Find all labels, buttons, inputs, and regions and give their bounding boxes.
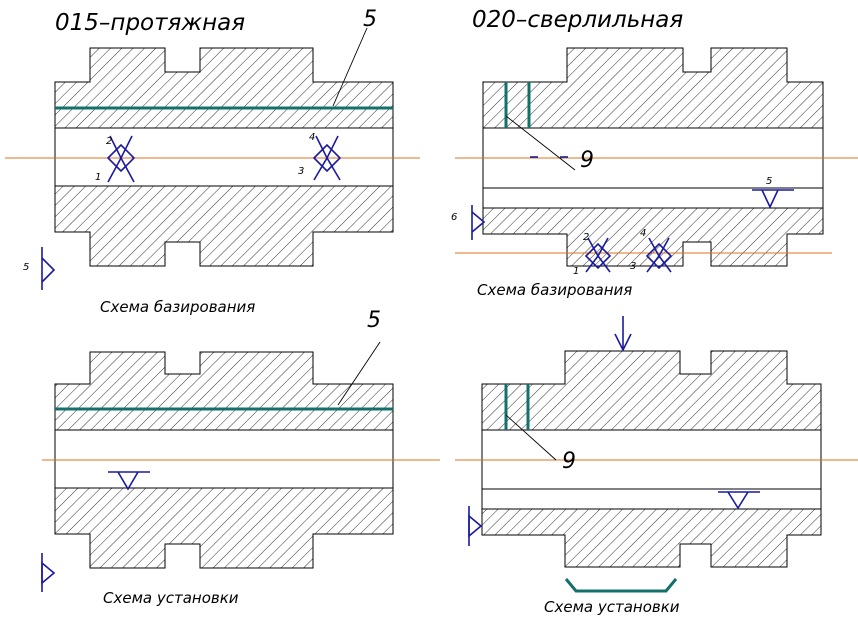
panel-drilling-setup: 9 Схема установки (455, 316, 858, 616)
part-lower-wall (54, 487, 394, 569)
point-number: 1 (573, 266, 579, 277)
part-upper-wall (481, 350, 822, 431)
callout-leader (332, 27, 368, 107)
point-number: 3 (298, 166, 304, 177)
part-lower-wall (54, 185, 394, 267)
end-locator-6 (471, 205, 486, 240)
part-upper-wall (54, 47, 394, 129)
end-stop-mark (468, 506, 483, 546)
surface-mark (108, 471, 150, 491)
point-number: 6 (451, 212, 457, 223)
title-broaching: 015–протяжная (55, 10, 245, 36)
locating-mark-1-2 (106, 135, 136, 183)
panel-drilling-basing: 5 6 1 2 3 4 9 Схема базирования (451, 47, 858, 299)
part-upper-wall (54, 351, 394, 431)
locating-mark-3-4 (312, 135, 342, 181)
clamping-force-arrow (614, 316, 632, 352)
point-number: 1 (95, 172, 101, 183)
end-locator-5 (41, 247, 56, 290)
locating-mark-1-2 (584, 237, 612, 273)
point-number: 2 (106, 136, 112, 147)
panel-broaching-setup: 5 Схема установки (41, 308, 440, 607)
callout-5: 5 (363, 7, 377, 32)
fixture-support (564, 578, 678, 593)
caption-setup: Схема установки (544, 598, 680, 616)
part-lower-wall (481, 508, 822, 568)
callout-leader (505, 414, 557, 461)
surface-mark (718, 491, 760, 510)
callout-9: 9 (580, 148, 594, 173)
title-drilling: 020–сверлильная (472, 7, 683, 33)
callout-5: 5 (367, 308, 381, 333)
point-number: 5 (23, 262, 29, 273)
point-number: 3 (630, 261, 636, 272)
callout-leader (337, 341, 381, 406)
part-upper-wall (482, 47, 824, 129)
callout-9: 9 (562, 449, 576, 474)
locating-mark-3-4 (645, 237, 673, 273)
end-stop-mark (41, 553, 56, 592)
panel-broaching-basing: 1 2 3 4 5 5 Схема базирования (5, 7, 420, 316)
point-number: 5 (766, 176, 772, 187)
point-number: 4 (309, 132, 315, 143)
callout-leader (505, 115, 576, 171)
caption-setup: Схема установки (103, 589, 239, 607)
caption-basing: Схема базирования (477, 281, 632, 299)
part-lower-wall (482, 207, 824, 267)
surface-mark-5 (752, 189, 794, 209)
point-number: 2 (583, 232, 589, 243)
point-number: 4 (640, 228, 646, 239)
caption-basing: Схема базирования (100, 298, 255, 316)
